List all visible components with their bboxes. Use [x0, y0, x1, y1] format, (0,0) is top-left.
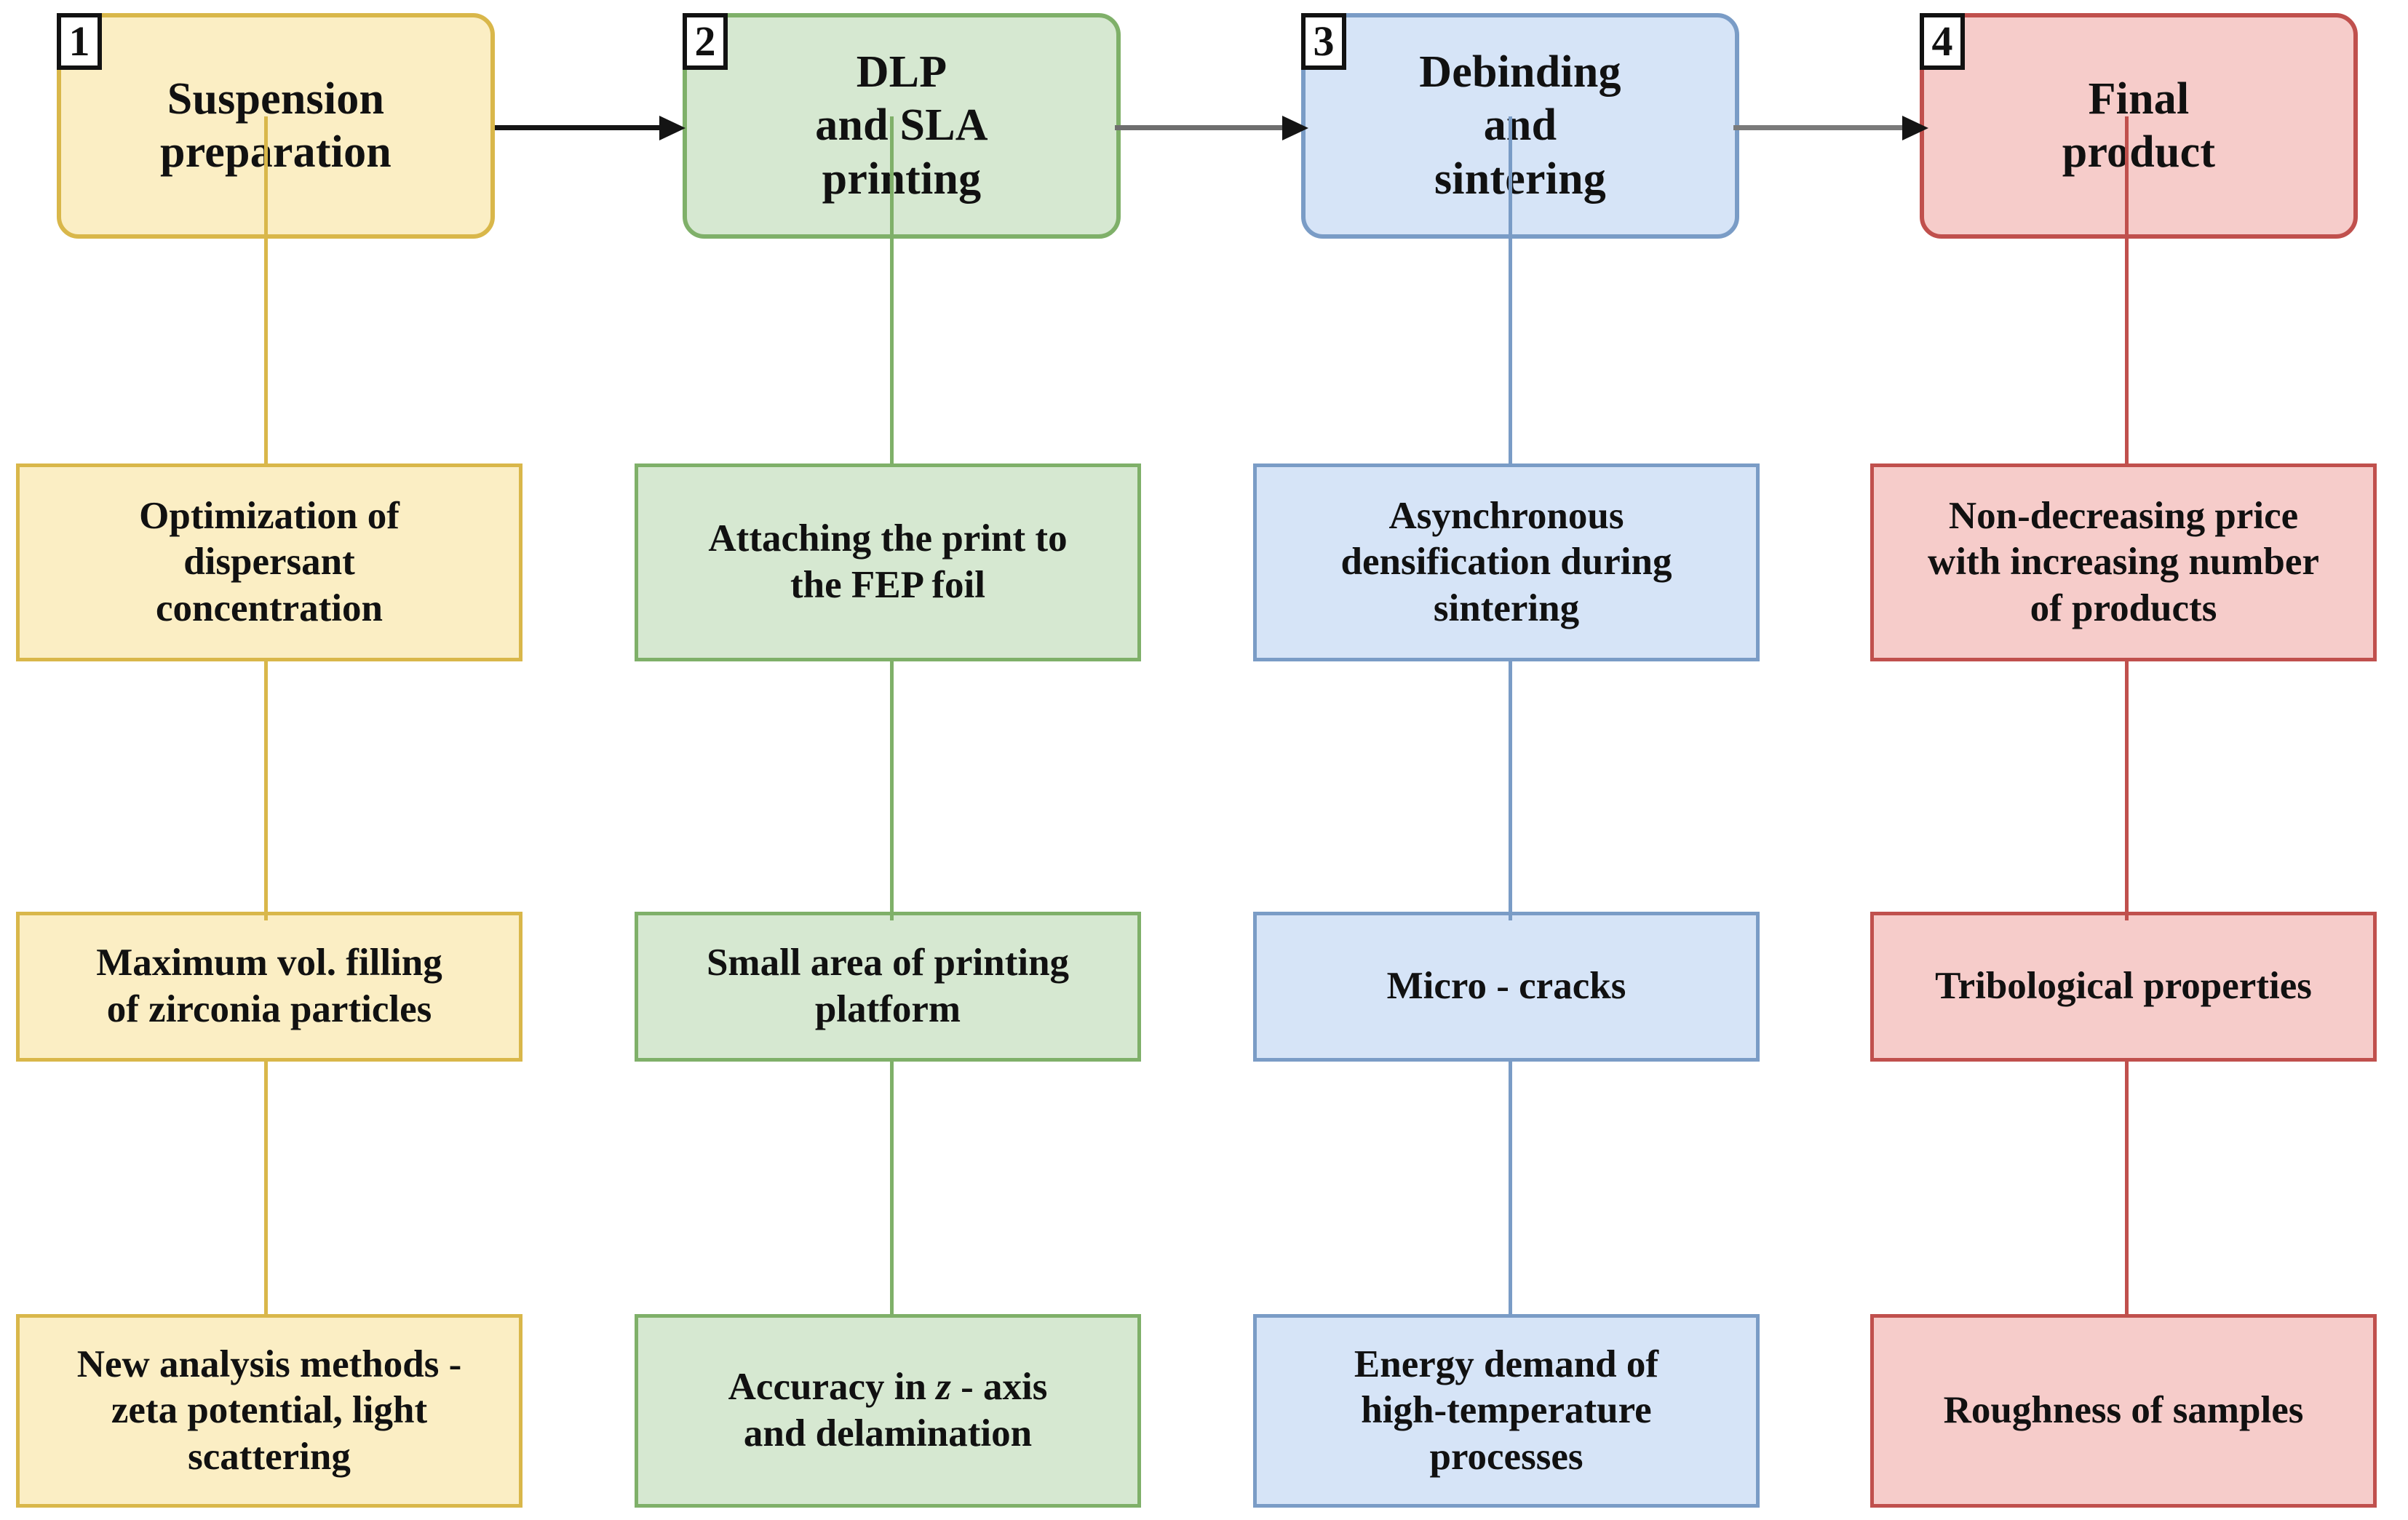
stage3-item-3[interactable]: Energy demand of high-temperature proces…	[1253, 1314, 1760, 1508]
stage4-item-2-label: Tribological properties	[1935, 965, 2312, 1008]
connector-stage2-item1	[890, 116, 894, 466]
stage2-item-1[interactable]: Attaching the print to the FEP foil	[635, 463, 1141, 661]
stage1-item-1-label: Optimization of dispersant concentration	[139, 494, 400, 629]
connector-stage4-item1	[2125, 116, 2129, 466]
arrow-head-1	[659, 116, 686, 140]
arrow-stage2-to-stage3	[1115, 113, 1308, 142]
connector-stage2-item2-item3	[890, 1059, 894, 1317]
stage1-item-2-label: Maximum vol. filling of zirconia particl…	[96, 942, 442, 1030]
stage-badge-2: 2	[683, 13, 728, 70]
stage3-item-1[interactable]: Asynchronous densification during sinter…	[1253, 463, 1760, 661]
stage-badge-label-1: 1	[68, 17, 90, 65]
connector-stage1-item1-item2	[264, 658, 268, 920]
connector-stage4-item1-item2	[2125, 658, 2129, 920]
stage-badge-label-4: 4	[1931, 17, 1953, 65]
stage-box-3[interactable]: Debinding and sintering	[1301, 13, 1739, 239]
arrow-head-3	[1902, 116, 1928, 140]
stage3-item-2-label: Micro - cracks	[1386, 965, 1626, 1008]
stage1-item-1[interactable]: Optimization of dispersant concentration	[16, 463, 522, 661]
stage-badge-1: 1	[57, 13, 102, 70]
connector-stage1-item2-item3	[264, 1059, 268, 1317]
arrow-line-3	[1733, 125, 1904, 130]
stage3-item-3-label: Energy demand of high-temperature proces…	[1354, 1342, 1659, 1478]
stage-column-4: Final product 4 Non-decreasing price wit…	[1863, 0, 2408, 1520]
stage-title-3: Debinding and sintering	[1419, 47, 1621, 204]
stage-title-4: Final product	[2062, 73, 2216, 177]
stage-column-3: Debinding and sintering 3 Asynchronous d…	[1244, 0, 1797, 1520]
stage2-item-2[interactable]: Small area of printing platform	[635, 912, 1141, 1062]
stage-badge-4: 4	[1920, 13, 1965, 70]
connector-stage2-item1-item2	[890, 658, 894, 920]
stage1-item-3[interactable]: New analysis methods - zeta potential, l…	[16, 1314, 522, 1508]
stage-title-1: Suspension preparation	[160, 73, 392, 177]
connector-stage3-item1	[1509, 116, 1512, 466]
connector-stage1-item1	[264, 116, 268, 466]
stage-badge-label-3: 3	[1313, 17, 1335, 65]
stage1-item-3-label: New analysis methods - zeta potential, l…	[76, 1342, 462, 1478]
connector-stage3-item2-item3	[1509, 1059, 1512, 1317]
stage-title-2: DLP and SLA printing	[815, 47, 988, 204]
stage4-item-1-label: Non-decreasing price with increasing num…	[1928, 494, 2319, 629]
connector-stage4-item2-item3	[2125, 1059, 2129, 1317]
stage3-item-1-label: Asynchronous densification during sinter…	[1340, 494, 1672, 629]
stage2-item-1-label: Attaching the print to the FEP foil	[708, 517, 1068, 606]
arrow-line-2	[1115, 125, 1284, 130]
stage-box-1[interactable]: Suspension preparation	[57, 13, 495, 239]
stage4-item-2[interactable]: Tribological properties	[1870, 912, 2377, 1062]
stage2-item-2-label: Small area of printing platform	[706, 942, 1070, 1030]
stage4-item-1[interactable]: Non-decreasing price with increasing num…	[1870, 463, 2377, 661]
stage2-item-3-label: Accuracy in z - axis and delamination	[728, 1366, 1048, 1455]
arrow-stage3-to-stage4	[1733, 113, 1928, 142]
arrow-line-1	[495, 125, 661, 130]
stage-column-1: Suspension preparation 1 Optimization of…	[0, 0, 553, 1520]
stage2-item-3[interactable]: Accuracy in z - axis and delamination	[635, 1314, 1141, 1508]
stage1-item-2[interactable]: Maximum vol. filling of zirconia particl…	[16, 912, 522, 1062]
stage4-item-3[interactable]: Roughness of samples	[1870, 1314, 2377, 1508]
stage-box-4[interactable]: Final product	[1920, 13, 2358, 239]
stage-column-2: DLP and SLA printing 2 Attaching the pri…	[626, 0, 1179, 1520]
arrow-head-2	[1282, 116, 1308, 140]
stage4-item-3-label: Roughness of samples	[1943, 1389, 2304, 1432]
arrow-stage1-to-stage2	[495, 113, 686, 142]
stage-badge-label-2: 2	[694, 17, 716, 65]
stage3-item-2[interactable]: Micro - cracks	[1253, 912, 1760, 1062]
connector-stage3-item1-item2	[1509, 658, 1512, 920]
stage-box-2[interactable]: DLP and SLA printing	[683, 13, 1121, 239]
stage-badge-3: 3	[1301, 13, 1346, 70]
italic-z-symbol: z	[936, 1366, 951, 1409]
